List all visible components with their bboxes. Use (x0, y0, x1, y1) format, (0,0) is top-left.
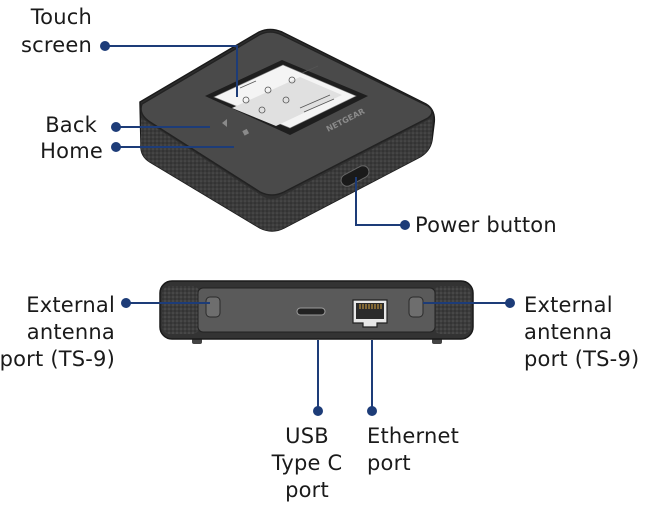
callout-dots (100, 41, 515, 416)
antenna-port-right-shape (408, 296, 424, 318)
router-edge-view (159, 280, 474, 344)
external-antenna-right-label: External antenna port (TS-9) (524, 293, 640, 371)
ethernet-label: Ethernet port (367, 424, 460, 475)
callout-lines (105, 45, 510, 411)
power-button-shape (340, 165, 370, 187)
back-label: Back (45, 113, 97, 137)
external-antenna-left-label: External antenna port (TS-9) (0, 293, 115, 371)
home-button-mark (242, 128, 250, 136)
router-perspective-view: NETGEAR (139, 28, 436, 232)
touch-screen-label-line2: screen (20, 33, 92, 57)
back-button-mark (222, 119, 227, 127)
antenna-port-left-shape (205, 296, 221, 318)
usb-type-c-label: USB Type C port (271, 424, 343, 502)
power-button-label: Power button (415, 213, 557, 237)
usb-c-port-shape (296, 307, 326, 316)
touch-screen-label: Touch (30, 5, 92, 29)
home-label: Home (40, 139, 103, 163)
